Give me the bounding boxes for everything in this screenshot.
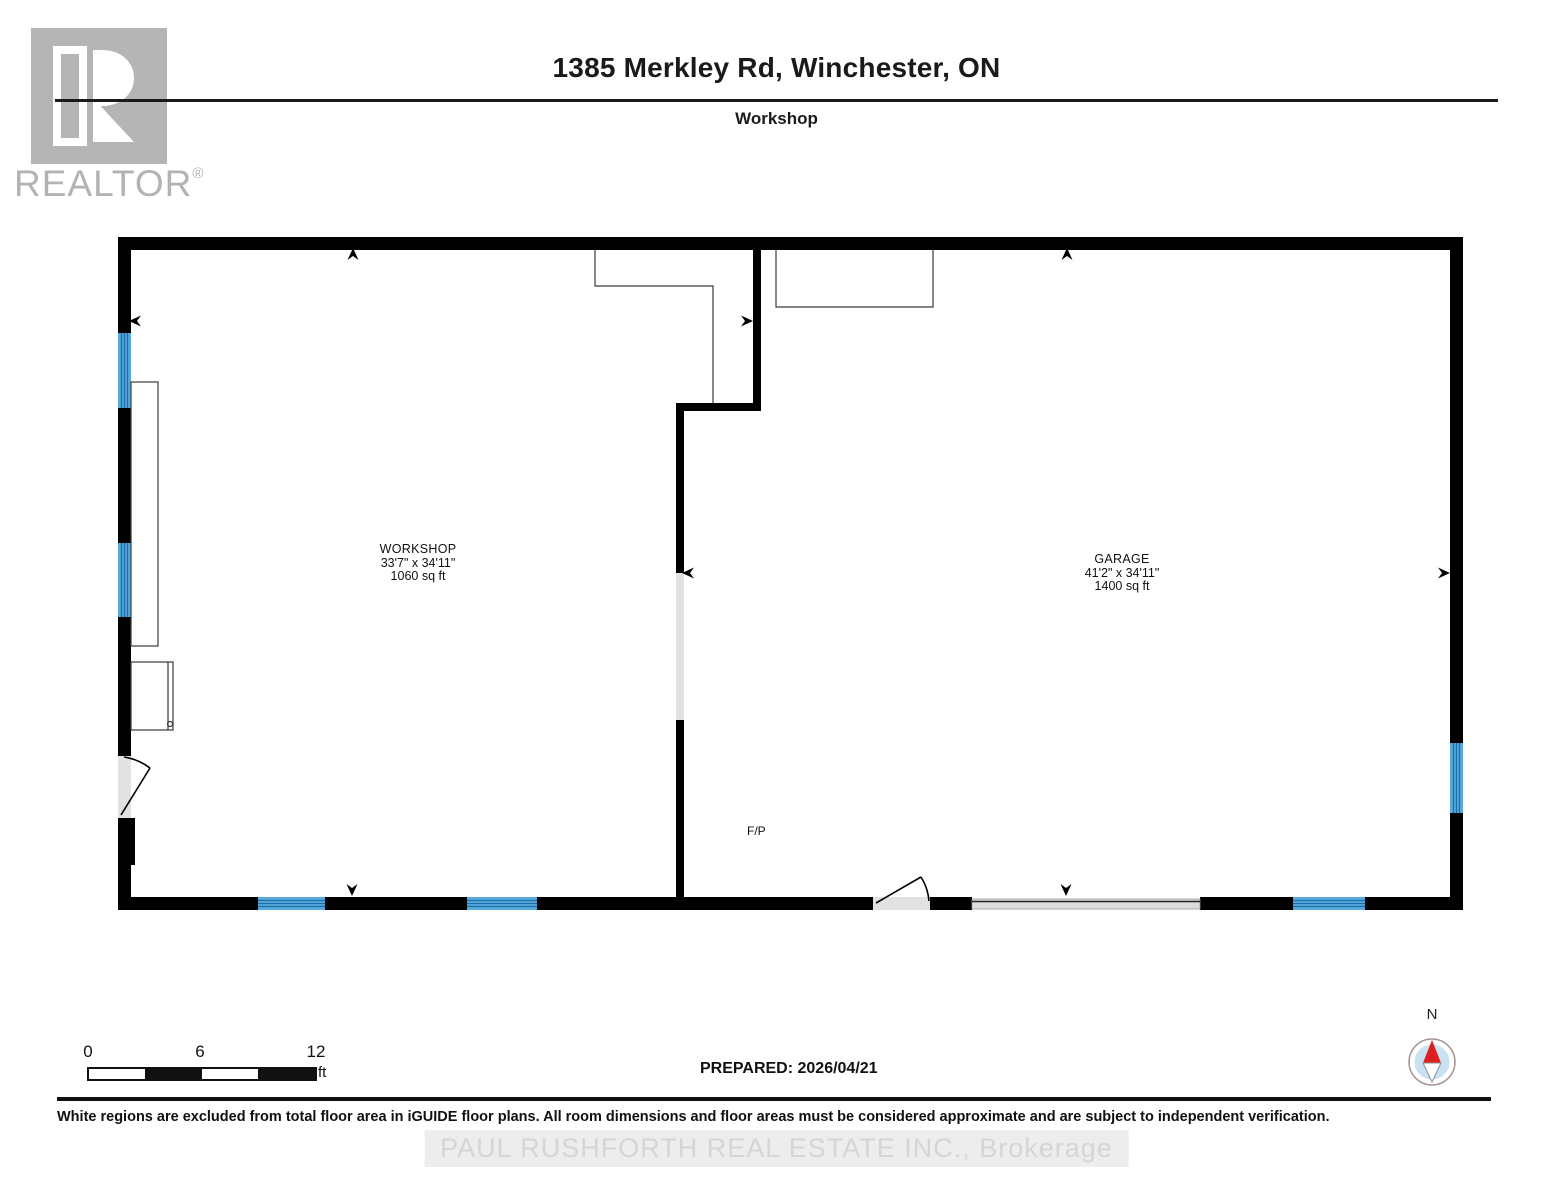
- garage-name: GARAGE: [1094, 552, 1150, 566]
- garage-entry-door: [875, 876, 930, 904]
- workshop-dimensions: 33'7" x 34'11": [380, 555, 456, 570]
- left-door-opening: [118, 756, 131, 818]
- fixture-outlines: [130, 250, 934, 731]
- direction-arrows: [129, 248, 1450, 896]
- compass-north-label: N: [1426, 1006, 1438, 1023]
- window-bottom-3: [1293, 897, 1365, 910]
- realtor-logo-r-leg: [93, 98, 134, 142]
- garage-dimensions: 41'2" x 34'11": [1084, 565, 1160, 580]
- arrow-right-garage: [1438, 567, 1450, 579]
- scale-tick-6: 6: [195, 1042, 205, 1061]
- arrow-down-garage: [1060, 884, 1072, 896]
- window-left-1: [118, 333, 131, 408]
- scale-unit-label: ft: [318, 1064, 327, 1081]
- arrow-left-divider-mid: [682, 567, 694, 579]
- scale-segment-1: [89, 1069, 145, 1079]
- garage-area: 1400 sq ft: [1094, 579, 1150, 593]
- exterior-walls: [118, 237, 1463, 910]
- realtor-wordmark: REALTOR®: [14, 163, 204, 205]
- workshop-name: WORKSHOP: [379, 542, 457, 556]
- utility-box: [130, 661, 174, 731]
- arrow-up-workshop: [347, 248, 359, 260]
- window-bottom-2: [467, 897, 537, 910]
- page-title: 1385 Merkley Rd, Winchester, ON: [552, 52, 1001, 83]
- garage-entry-door-opening: [873, 897, 930, 910]
- footer-divider: [57, 1097, 1491, 1101]
- door-swings: [120, 756, 930, 904]
- scale-segment-3: [202, 1069, 258, 1079]
- arrow-right-divider-top: [741, 315, 753, 327]
- window-right-1: [1450, 743, 1463, 813]
- fireplace-label: F/P: [747, 824, 766, 838]
- garage-nook-outline: [775, 250, 934, 308]
- workshop-room-label: WORKSHOP 33'7" x 34'11" 1060 sq ft: [318, 542, 518, 584]
- realtor-text: REALTOR: [14, 163, 193, 204]
- garage-room-label: GARAGE 41'2" x 34'11" 1400 sq ft: [1022, 552, 1222, 594]
- interior-wall-opening: [676, 573, 684, 720]
- workshop-area: 1060 sq ft: [390, 569, 446, 583]
- scale-tick-12: 12: [306, 1042, 326, 1061]
- realtor-logo-r-bowl: [93, 50, 134, 106]
- floor-name-subtitle: Workshop: [735, 109, 818, 128]
- compass-needle-north: [1423, 1040, 1441, 1063]
- window-left-2: [118, 543, 131, 617]
- scale-tick-0: 0: [83, 1042, 93, 1061]
- compass-rose-icon: [1408, 1038, 1456, 1086]
- scale-bar: [87, 1067, 317, 1081]
- arrow-up-garage: [1061, 248, 1073, 260]
- prepared-date: PREPARED: 2026/04/21: [700, 1060, 878, 1077]
- workshop-nook-outline: [594, 250, 714, 403]
- garage-overhead-door: [971, 898, 1201, 910]
- window-bottom-1: [258, 897, 325, 910]
- title-divider: [55, 99, 1498, 102]
- arrow-left-workshop: [129, 315, 141, 327]
- wall-openings: [118, 573, 930, 910]
- realtor-logo-r-stem: [53, 46, 87, 146]
- disclaimer-text: White regions are excluded from total fl…: [57, 1109, 1330, 1125]
- interior-dividing-wall: [676, 250, 761, 897]
- windows: [118, 333, 1463, 910]
- realtor-logo-icon: [31, 28, 167, 164]
- compass-needle-south: [1422, 1062, 1442, 1084]
- workbench-outline: [130, 381, 159, 647]
- left-exterior-door: [120, 756, 151, 816]
- arrow-down-workshop: [346, 884, 358, 896]
- scale-segment-4: [258, 1069, 315, 1079]
- brokerage-watermark: PAUL RUSHFORTH REAL ESTATE INC., Brokera…: [424, 1130, 1129, 1167]
- registered-mark: ®: [192, 165, 205, 182]
- scale-segment-2: [145, 1069, 202, 1079]
